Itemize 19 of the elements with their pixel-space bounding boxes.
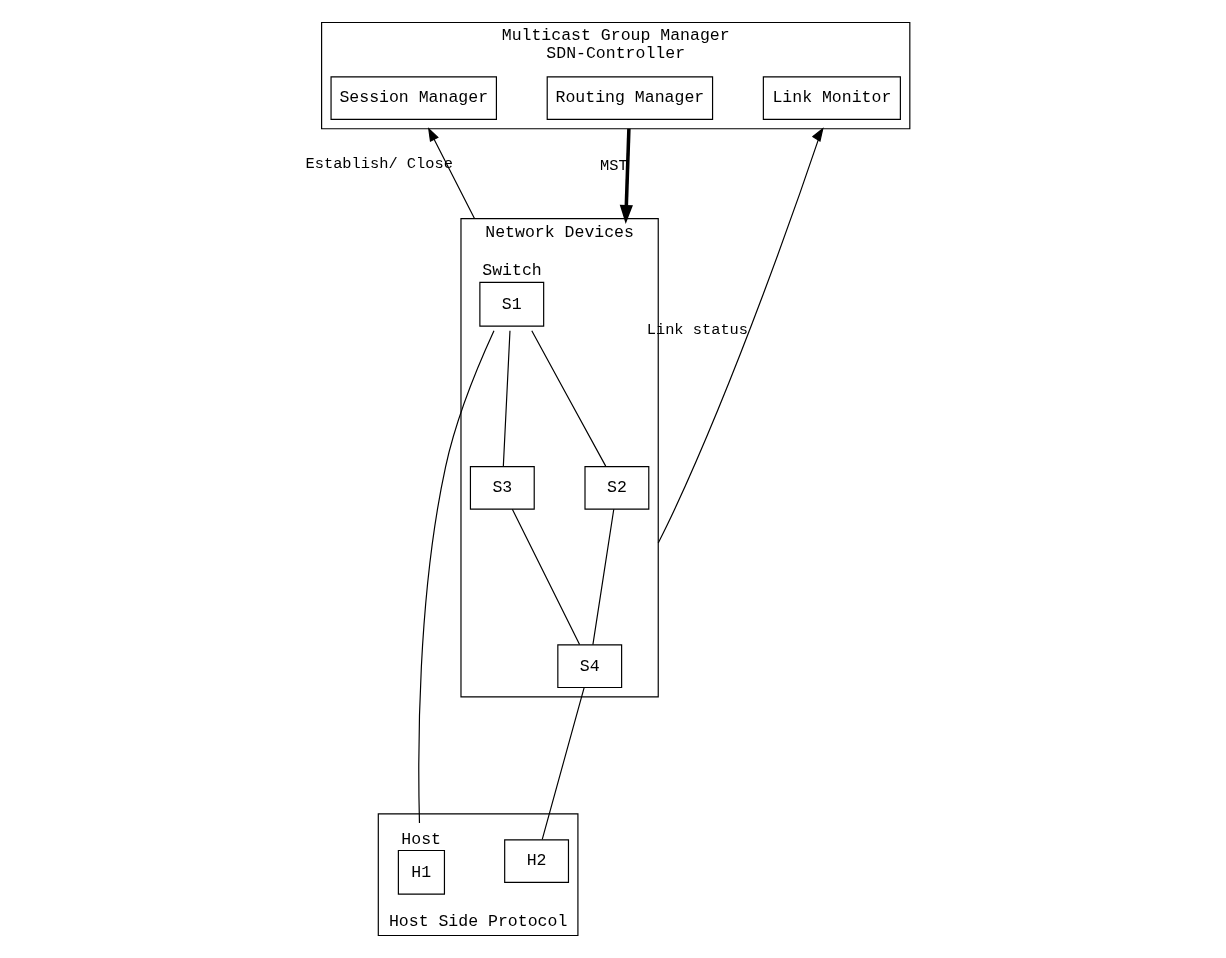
connector: [417, 330, 495, 824]
connector: [502, 330, 511, 467]
node-box: Link Monitor: [762, 76, 901, 120]
node-box: Session Manager: [329, 76, 497, 120]
node-box: S3: [469, 466, 535, 510]
node-label: Host: [400, 829, 441, 849]
arrow: [619, 128, 633, 224]
node-box: S1: [478, 281, 544, 327]
node-box: H2: [503, 839, 569, 883]
node-box: H1: [397, 849, 445, 895]
arrow: [657, 127, 824, 544]
node-box: Routing Manager: [546, 76, 713, 120]
connector: [530, 330, 606, 467]
connector: [541, 687, 585, 840]
connector: [511, 508, 580, 646]
node-box: S4: [556, 644, 622, 689]
connector: [591, 508, 614, 646]
node-box: S2: [583, 466, 649, 510]
node-label: Switch: [481, 261, 542, 281]
